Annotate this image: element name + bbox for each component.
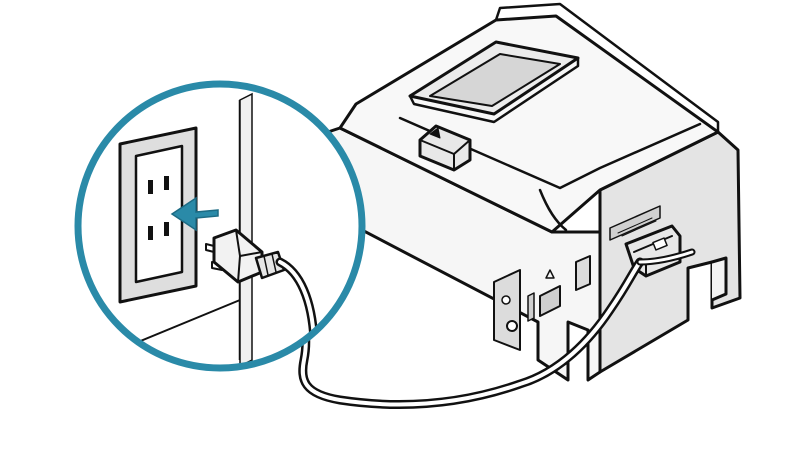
paper-slot-inner bbox=[429, 53, 561, 107]
power-plug-icon bbox=[205, 228, 286, 284]
lever-triangle-icon bbox=[429, 127, 441, 139]
wall-shading bbox=[239, 92, 253, 368]
callout-detail bbox=[78, 84, 362, 368]
outlet-plate-inner bbox=[134, 144, 184, 284]
printer-right-leg bbox=[710, 256, 728, 302]
dc-jack bbox=[506, 320, 518, 332]
plug-strain-relief bbox=[254, 250, 286, 280]
wall-outlet-icon bbox=[118, 126, 198, 304]
power-cord-fill bbox=[284, 260, 642, 407]
printer-cover-front-curve bbox=[538, 188, 568, 232]
rear-switch-panel bbox=[575, 255, 591, 291]
printer-rear-edge bbox=[494, 2, 720, 134]
usb-port bbox=[527, 292, 535, 322]
power-cord-icon bbox=[281, 248, 696, 410]
callout-ring bbox=[74, 80, 366, 372]
ethernet-port bbox=[539, 285, 561, 317]
panel-screw bbox=[501, 295, 511, 305]
printer bbox=[314, 2, 742, 382]
insert-arrow-icon bbox=[170, 196, 219, 232]
paper-slot-edge bbox=[408, 56, 580, 124]
warning-triangle-icon bbox=[545, 269, 555, 279]
printer-cover-rim bbox=[398, 116, 702, 190]
cover-release-lever bbox=[418, 124, 472, 172]
connector-panel bbox=[493, 269, 521, 351]
